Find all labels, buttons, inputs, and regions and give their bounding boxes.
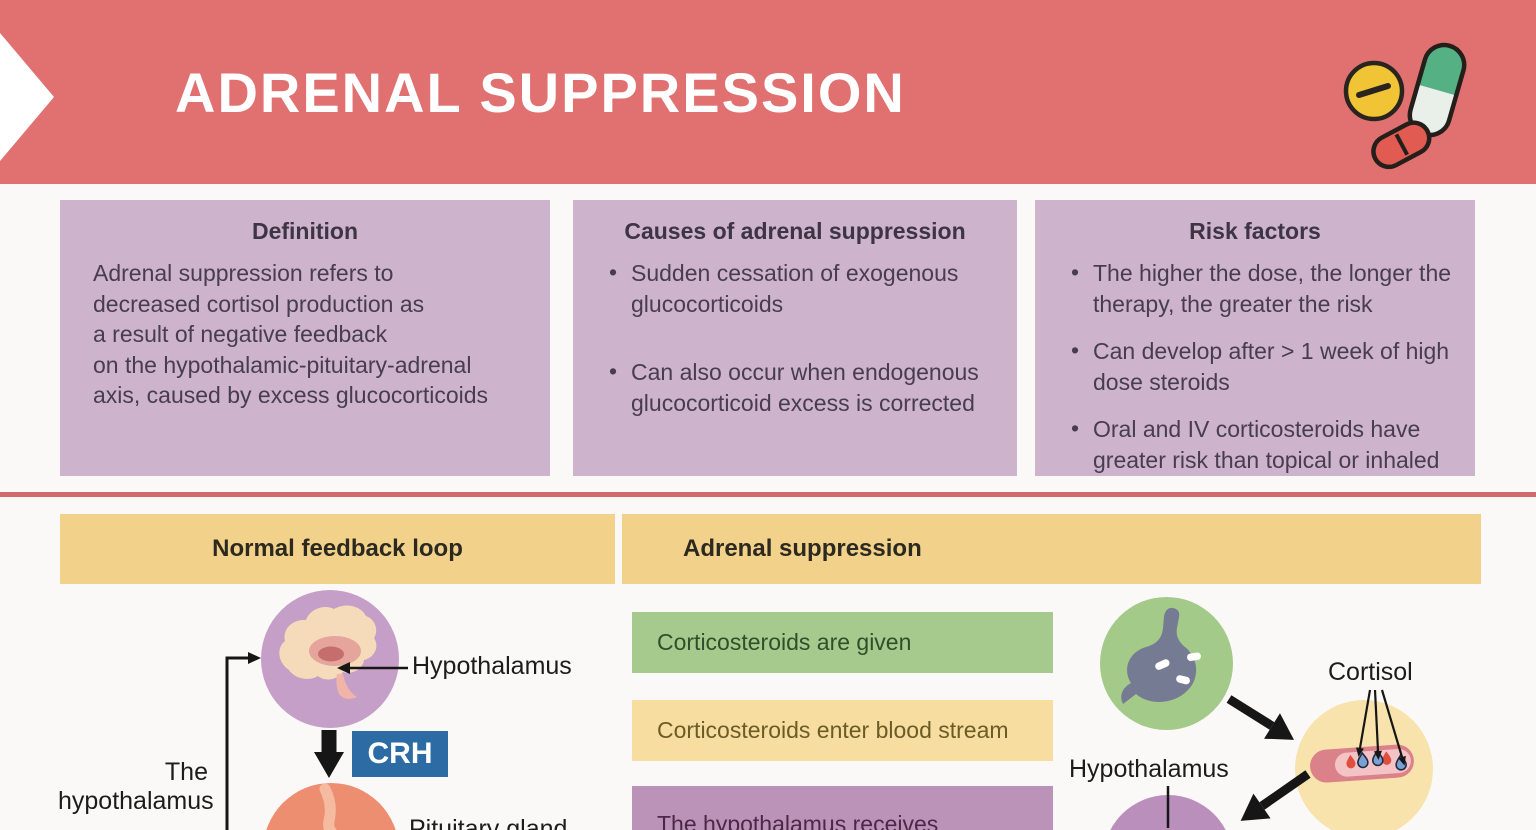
definition-title: Definition <box>251 218 359 244</box>
brain-icon <box>279 605 377 699</box>
stomach-to-vessel-arrow <box>1226 695 1295 740</box>
section-title: Normal feedback loop <box>212 535 463 562</box>
hypothalamus-brain-circle <box>261 590 399 728</box>
feedback-side-note: The hypothalamus <box>58 758 214 816</box>
flow-step-corticosteroids-given: Corticosteroids are given <box>632 612 1053 673</box>
causes-title: Causes of adrenal suppression <box>624 218 966 244</box>
stomach-circle <box>1100 597 1233 730</box>
page-title: ADRENAL SUPPRESSION <box>175 61 906 124</box>
causes-item: Can also occur when endogenous glucocort… <box>603 356 1005 418</box>
causes-list: Sudden cessation of exogenous glucocorti… <box>573 257 1017 418</box>
pituitary-gland-circle <box>263 783 399 830</box>
crh-hormone-badge: CRH <box>352 731 448 777</box>
risk-factor-item: The higher the dose, the longer the ther… <box>1065 257 1463 319</box>
hypothalamus-circle <box>1103 795 1233 830</box>
flow-step-text: Corticosteroids enter blood stream <box>657 717 1009 743</box>
pills-icon <box>1343 42 1467 170</box>
flow-step-enter-blood-stream: Corticosteroids enter blood stream <box>632 700 1053 761</box>
blood-vessel-icon <box>1310 744 1414 783</box>
risk-factor-item: Can develop after > 1 week of high dose … <box>1065 335 1463 397</box>
risk-factors-box: Risk factors The higher the dose, the lo… <box>1035 200 1475 476</box>
causes-box: Causes of adrenal suppression Sudden ces… <box>573 200 1017 476</box>
hypothalamus-label: Hypothalamus <box>412 652 572 680</box>
section-title: Adrenal suppression <box>683 535 922 562</box>
risk-factors-title: Risk factors <box>1189 218 1321 244</box>
hypothalamus-label: Hypothalamus <box>1069 755 1229 783</box>
feedback-loop-arrow <box>225 652 261 830</box>
pituitary-gland-label: Pituitary gland <box>409 815 568 830</box>
section-header-adrenal-suppression: Adrenal suppression <box>622 514 1481 584</box>
flow-step-hypothalamus-receives: The hypothalamus receives <box>632 786 1053 830</box>
definition-text: Adrenal suppression refers to decreased … <box>93 260 489 409</box>
risk-factor-item: Oral and IV corticosteroids have greater… <box>1065 413 1463 475</box>
flow-step-text: Corticosteroids are given <box>657 629 912 655</box>
cortisol-label: Cortisol <box>1328 658 1413 686</box>
stomach-icon <box>1121 607 1201 704</box>
risk-factors-list: The higher the dose, the longer the ther… <box>1035 257 1475 475</box>
section-divider <box>0 492 1536 497</box>
pituitary-icon <box>319 783 337 830</box>
blood-stream-circle <box>1295 700 1433 830</box>
header-banner: ADRENAL SUPPRESSION <box>0 0 1536 184</box>
definition-box: Definition Adrenal suppression refers to… <box>60 200 550 476</box>
chevron-icon <box>0 33 54 161</box>
flow-step-text: The hypothalamus receives <box>657 811 939 830</box>
section-header-normal-feedback-loop: Normal feedback loop <box>60 514 615 584</box>
causes-item: Sudden cessation of exogenous glucocorti… <box>603 257 1005 319</box>
